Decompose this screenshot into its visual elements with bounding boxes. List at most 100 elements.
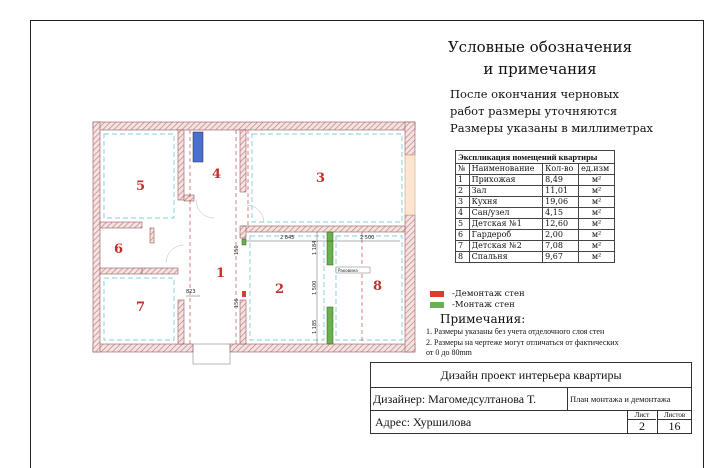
new-walls bbox=[241, 231, 334, 345]
table-cell: 8,49 bbox=[542, 174, 580, 186]
table-cell: 2 bbox=[455, 185, 470, 197]
table-title: Экспликация помещений квартиры bbox=[455, 150, 615, 163]
title-line: и примечания bbox=[483, 60, 597, 78]
room-label: 4 bbox=[212, 167, 221, 182]
table-cell: м² bbox=[578, 240, 615, 252]
dimension-label: 1 500 bbox=[312, 281, 318, 295]
table-cell: Прихожая bbox=[468, 174, 544, 186]
sheet-label: Лист bbox=[634, 411, 650, 419]
column-header: Наименование bbox=[468, 163, 544, 175]
legend-label: -Монтаж стен bbox=[452, 300, 515, 310]
table-header: № Наименование Кол-во ед.изм bbox=[455, 163, 615, 175]
table-cell: Детская №1 bbox=[468, 218, 544, 230]
project-title: Дизайн проект интерьера квартиры bbox=[371, 363, 691, 388]
table-cell: 2,00 bbox=[542, 229, 580, 241]
column-header: Кол-во bbox=[542, 163, 580, 175]
table-cell: 9,67 bbox=[542, 251, 580, 263]
table-cell: Зал bbox=[468, 185, 544, 197]
table-cell: 7 bbox=[455, 240, 470, 252]
room-label: 2 bbox=[275, 282, 284, 297]
table-cell: м² bbox=[578, 229, 615, 241]
table-cell: 6 bbox=[455, 229, 470, 241]
table-cell: Сан/узел bbox=[468, 207, 544, 219]
fixture-tag: Раковина bbox=[338, 268, 358, 273]
dimension-label: 1 185 bbox=[312, 320, 318, 334]
title-block: Дизайн проект интерьера квартиры Дизайне… bbox=[370, 362, 692, 434]
note: работ размеры уточняются bbox=[450, 104, 618, 118]
table-cell: м² bbox=[578, 207, 615, 219]
room-label: 7 bbox=[136, 300, 145, 315]
notes: После окончания черновых работ размеры у… bbox=[450, 86, 653, 137]
axis-lines bbox=[103, 133, 403, 341]
note: Размеры указаны в миллиметрах bbox=[450, 121, 654, 135]
remarks-title: Примечания: bbox=[440, 312, 526, 326]
table-cell: м² bbox=[578, 196, 615, 208]
legend-item: -Монтаж стен bbox=[430, 300, 525, 311]
table-cell: Детская №2 bbox=[468, 240, 544, 252]
remarks: 1. Размеры указаны без учета отделочного… bbox=[426, 327, 619, 359]
room-label: 1 bbox=[216, 266, 225, 281]
address: Адрес: Хуршилова bbox=[375, 415, 472, 429]
explication-table: Экспликация помещений квартиры № Наимено… bbox=[455, 150, 615, 263]
dimension-label: 156 bbox=[234, 245, 240, 255]
table-cell: 7,08 bbox=[542, 240, 580, 252]
dimension-label: 1 184 bbox=[312, 241, 318, 255]
demolish-swatch bbox=[430, 290, 444, 297]
dimension-label: 2 845 bbox=[280, 235, 294, 241]
table-cell: м² bbox=[578, 218, 615, 230]
table-cell: 11,01 bbox=[542, 185, 580, 197]
cut-lines bbox=[189, 130, 363, 344]
table-cell: 4 bbox=[455, 207, 470, 219]
table-cell: Кухня bbox=[468, 196, 544, 208]
room-label: 8 bbox=[373, 279, 382, 294]
legend-item: -Демонтаж стен bbox=[430, 289, 525, 300]
table-cell: 8 bbox=[455, 251, 470, 263]
room-label: 6 bbox=[114, 242, 123, 257]
room-label: 5 bbox=[136, 179, 145, 194]
table-cell: 3 bbox=[455, 196, 470, 208]
bathroom-fixture bbox=[192, 131, 204, 163]
dimension-label: 156 bbox=[234, 298, 240, 308]
table-cell: Спальня bbox=[468, 251, 544, 263]
table-cell: 4,15 bbox=[542, 207, 580, 219]
table-cell: м² bbox=[578, 251, 615, 263]
page-title: Условные обозначения и примечания bbox=[420, 36, 660, 80]
table-cell: 5 bbox=[455, 218, 470, 230]
legend-label: -Демонтаж стен bbox=[452, 289, 525, 299]
title-line: Условные обозначения bbox=[447, 38, 633, 56]
dimension-label: 823 bbox=[186, 289, 196, 295]
window bbox=[404, 154, 416, 216]
remark: от 0 до 80mm bbox=[426, 348, 472, 357]
demolished-wall bbox=[242, 291, 246, 297]
table-cell: 1 bbox=[455, 174, 470, 186]
dimension-lines bbox=[186, 232, 400, 344]
column-header: ед.изм bbox=[578, 163, 615, 175]
table-cell: Гардероб bbox=[468, 229, 544, 241]
dimension-label: 2 500 bbox=[360, 235, 374, 241]
build-swatch bbox=[430, 301, 444, 308]
walls bbox=[92, 121, 416, 353]
column-header: № bbox=[455, 163, 470, 175]
table-cell: 12,60 bbox=[542, 218, 580, 230]
table-cell: м² bbox=[578, 185, 615, 197]
entrance-door bbox=[192, 343, 231, 365]
table-cell: м² bbox=[578, 174, 615, 186]
remark: 2. Размеры на чертеже могут отличаться о… bbox=[426, 337, 619, 347]
sheets-label: Листов bbox=[663, 411, 686, 419]
designer: Дизайнер: Магомедсултанова Т. bbox=[371, 388, 568, 411]
room-label: 3 bbox=[316, 171, 325, 186]
legend: -Демонтаж стен -Монтаж стен bbox=[430, 289, 525, 311]
note: После окончания черновых bbox=[450, 87, 620, 101]
sheet-value: 2 bbox=[628, 419, 656, 433]
table-cell: 19,06 bbox=[542, 196, 580, 208]
